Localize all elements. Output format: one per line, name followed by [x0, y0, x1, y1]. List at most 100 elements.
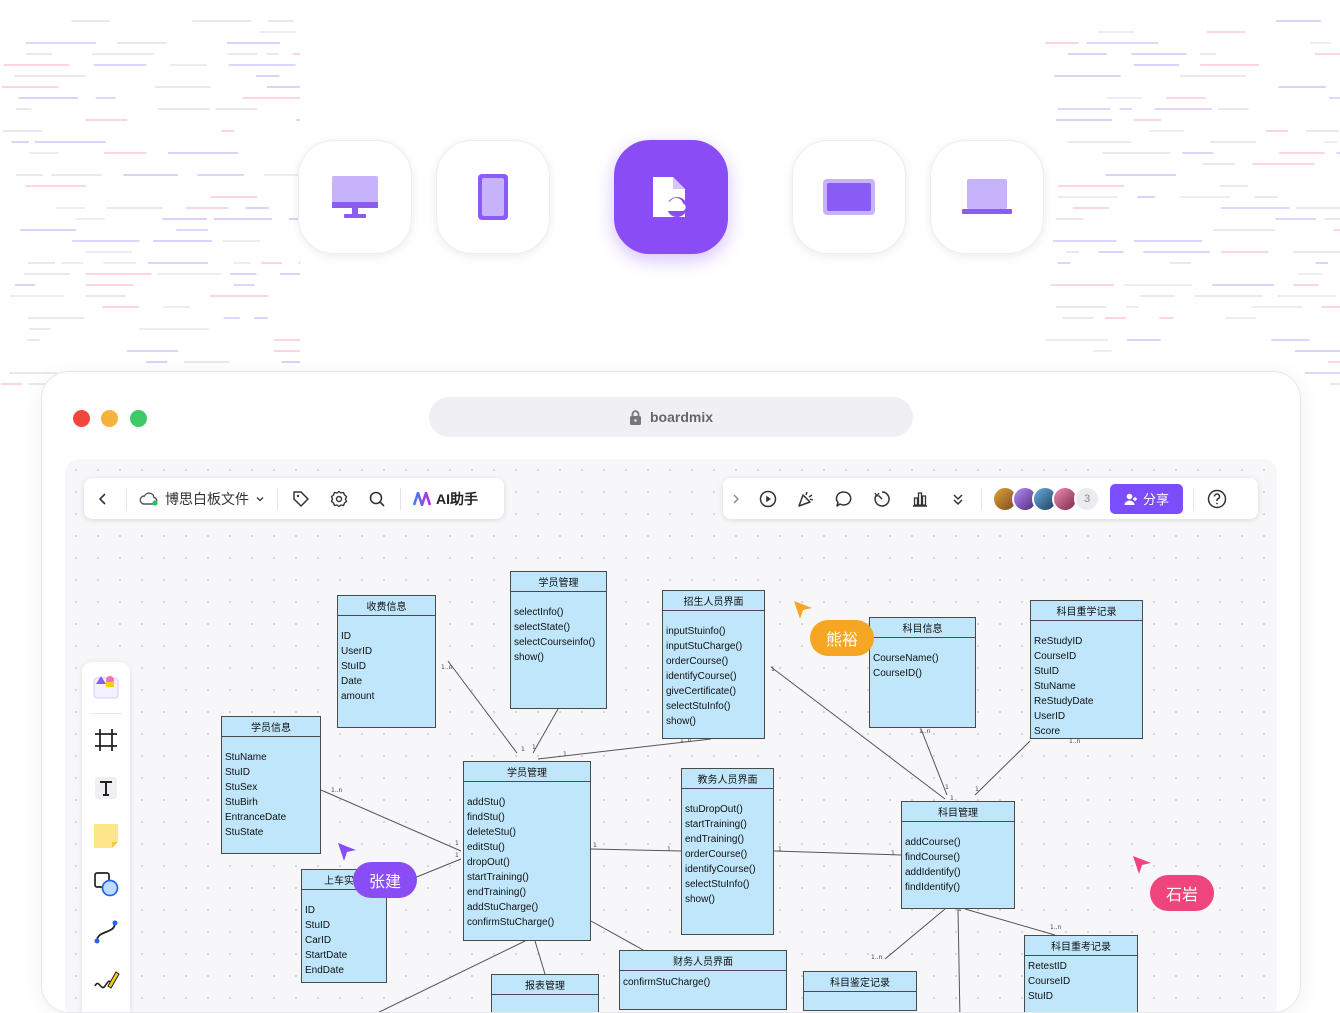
uml-association-line[interactable]	[534, 940, 546, 975]
uml-association-line[interactable]	[884, 908, 946, 960]
uml-association-line[interactable]	[537, 738, 712, 760]
decorative-dash	[295, 119, 300, 121]
decorative-dash	[162, 218, 207, 220]
uml-multiplicity-label: 1	[532, 744, 536, 751]
connector-tool[interactable]	[90, 916, 122, 948]
uml-member: StuID	[1028, 991, 1054, 1002]
uml-association-line[interactable]	[773, 850, 902, 856]
celebrate-button[interactable]	[787, 483, 825, 515]
maximize-window-button[interactable]	[130, 410, 147, 427]
decorative-dash	[222, 240, 261, 242]
frame-tool[interactable]	[90, 724, 122, 756]
uml-class-title: 科目管理	[902, 802, 1014, 822]
uml-association-line[interactable]	[447, 660, 518, 754]
decorative-dash	[281, 361, 300, 363]
templates-icon	[93, 676, 119, 699]
minimize-window-button[interactable]	[101, 410, 118, 427]
present-button[interactable]	[749, 483, 787, 515]
laptop-device-button[interactable]	[930, 140, 1044, 254]
decorative-dash	[1056, 218, 1084, 220]
timer-button[interactable]	[863, 483, 901, 515]
more-button[interactable]	[939, 483, 977, 515]
uml-class-title: 教务人员界面	[682, 769, 773, 789]
decorative-dash	[1054, 75, 1121, 77]
uml-association-line[interactable]	[590, 920, 646, 952]
decorative-dash	[192, 20, 252, 22]
ai-assistant-button[interactable]: AI助手	[405, 489, 490, 509]
decorative-dash	[1251, 306, 1303, 308]
ipad-landscape-device-button[interactable]	[792, 140, 906, 254]
file-title-dropdown[interactable]: 博思白板文件	[131, 489, 273, 509]
uml-association-line[interactable]	[590, 848, 682, 852]
decorative-dash	[1329, 383, 1340, 385]
uml-member: Date	[341, 676, 363, 687]
vote-button[interactable]	[901, 483, 939, 515]
uml-member: inputStuCharge()	[666, 641, 743, 652]
uml-member: StuName	[225, 752, 267, 763]
desktop-device-button[interactable]	[298, 140, 412, 254]
left-tool-palette	[82, 662, 130, 1012]
decorative-dash	[1126, 306, 1140, 308]
share-button[interactable]: 分享	[1110, 483, 1184, 514]
decorative-dash	[229, 273, 257, 275]
uml-association-line[interactable]	[770, 666, 946, 800]
decorative-dash	[28, 262, 55, 264]
uml-association-line[interactable]	[320, 789, 462, 852]
help-button[interactable]	[1198, 483, 1236, 515]
uml-association-line[interactable]	[974, 740, 1031, 796]
cursor-arrow-icon	[338, 843, 356, 861]
uml-member: confirmStuCharge()	[467, 917, 555, 928]
uml-association-line[interactable]	[920, 728, 948, 796]
sticky-note-tool[interactable]	[90, 820, 122, 852]
decorative-dash	[146, 361, 168, 363]
collaborator-avatars[interactable]: 3	[986, 485, 1100, 512]
decorative-dash	[261, 262, 282, 264]
uml-association-line[interactable]	[957, 908, 961, 1013]
decorative-dash	[1199, 53, 1217, 55]
comment-button[interactable]	[825, 483, 863, 515]
uml-member: orderCourse()	[666, 656, 729, 667]
decorative-dash	[1169, 262, 1192, 264]
search-button[interactable]	[358, 483, 396, 515]
file-name: 博思白板文件	[165, 490, 249, 507]
collapse-toolbar-button[interactable]	[723, 483, 749, 515]
pen-tool[interactable]	[90, 964, 122, 996]
back-button[interactable]	[84, 483, 122, 515]
cloud-file-device-button[interactable]	[614, 140, 728, 254]
decorative-dash	[1105, 174, 1177, 176]
uml-association-line[interactable]	[532, 708, 559, 754]
uml-class-title: 科目信息	[870, 618, 975, 638]
decorative-dash	[183, 361, 230, 363]
address-bar[interactable]: boardmix	[429, 397, 913, 437]
text-tool[interactable]	[90, 772, 122, 804]
decorative-dash	[213, 218, 272, 220]
decorative-dash	[1180, 75, 1246, 77]
decorative-dash	[1328, 97, 1340, 99]
uml-class-report[interactable]: 报表管理	[491, 974, 599, 1012]
shape-tool[interactable]	[90, 868, 122, 900]
uml-class-exam_rec[interactable]: 科目鉴定记录	[803, 971, 917, 1011]
decorative-dash	[1134, 240, 1203, 242]
templates-tool[interactable]	[90, 670, 122, 702]
uml-association-line[interactable]	[964, 908, 1056, 936]
tablet-device-button[interactable]	[436, 140, 550, 254]
tag-button[interactable]	[282, 483, 320, 515]
decorative-dash	[1052, 240, 1117, 242]
close-window-button[interactable]	[73, 410, 90, 427]
settings-button[interactable]	[320, 483, 358, 515]
decorative-dash	[1119, 108, 1132, 110]
decorative-dash	[176, 229, 209, 231]
decorative-dash	[95, 97, 116, 99]
